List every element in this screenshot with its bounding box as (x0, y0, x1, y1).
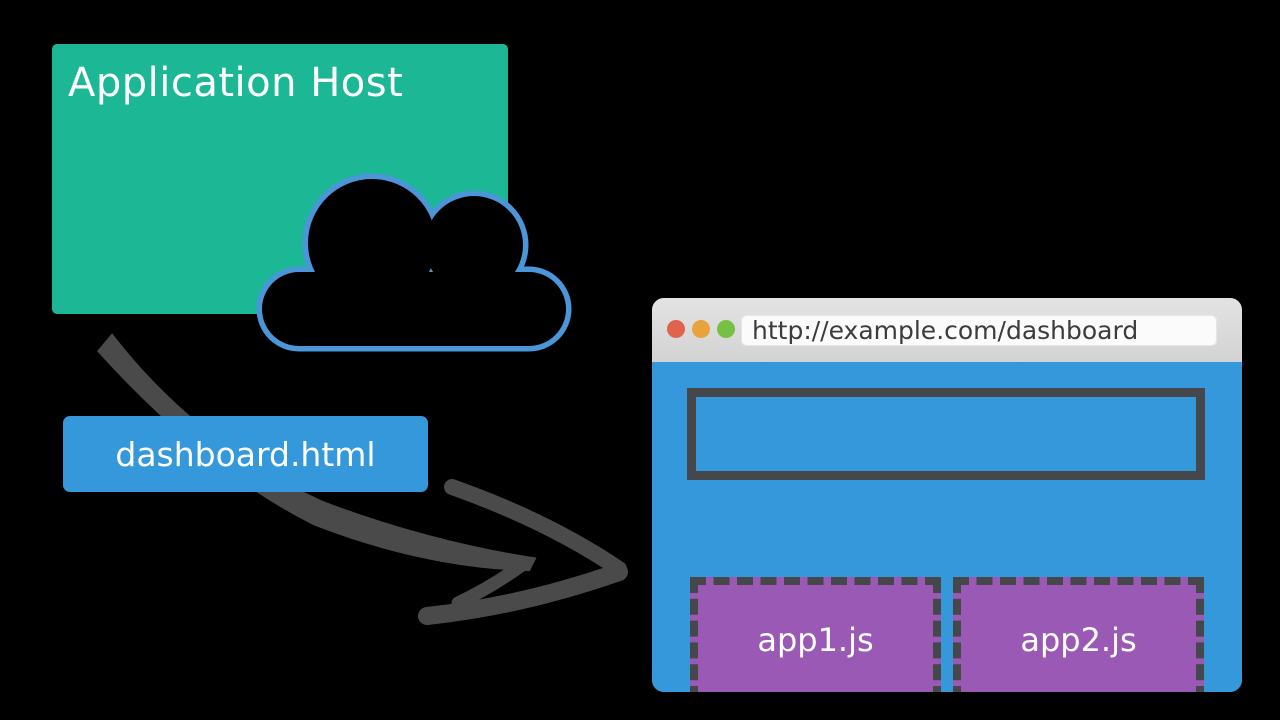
script-box-app2-label: app2.js (1020, 620, 1137, 659)
browser-viewport: app1.js app2.js (652, 362, 1242, 692)
dashboard-html-box: dashboard.html (63, 416, 428, 492)
window-minimize-button[interactable] (692, 320, 710, 338)
url-bar[interactable]: http://example.com/dashboard (741, 315, 1217, 346)
script-box-app1: app1.js (690, 577, 941, 692)
dashboard-html-label: dashboard.html (115, 434, 376, 474)
window-maximize-button[interactable] (717, 320, 735, 338)
script-box-app1-label: app1.js (757, 620, 874, 659)
script-box-app2: app2.js (953, 577, 1204, 692)
window-close-button[interactable] (667, 320, 685, 338)
application-host-label: Application Host (68, 60, 404, 106)
url-text: http://example.com/dashboard (752, 316, 1139, 345)
cloud-icon (256, 173, 572, 352)
html-content-placeholder (687, 388, 1205, 480)
browser-titlebar: http://example.com/dashboard (652, 298, 1242, 362)
application-host-box: Application Host (52, 44, 508, 314)
browser-window: http://example.com/dashboard app1.js app… (652, 298, 1242, 692)
